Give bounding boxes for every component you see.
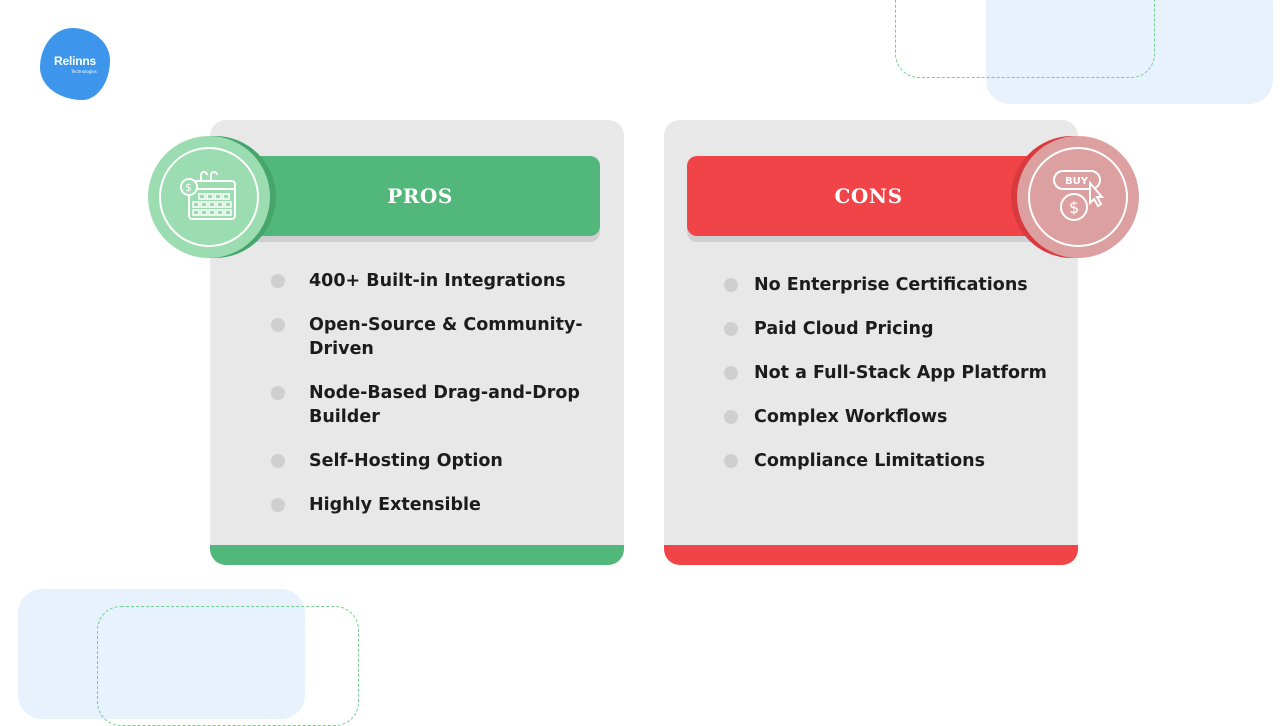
pros-item: Open-Source & Community-Driven — [271, 313, 589, 361]
svg-text:$: $ — [1069, 198, 1079, 217]
logo-name: Relinns — [54, 54, 96, 68]
decor-block — [986, 0, 1273, 104]
bullet-icon — [724, 278, 738, 292]
bullet-icon — [724, 366, 738, 380]
bullet-icon — [271, 274, 285, 288]
pros-icon-badge: $ — [148, 136, 270, 258]
pros-item-text: 400+ Built-in Integrations — [309, 271, 566, 291]
buy-dollar-icon: BUY $ — [1053, 170, 1105, 221]
bullet-icon — [271, 386, 285, 400]
cons-item-text: Complex Workflows — [754, 407, 948, 427]
cons-icon-badge: BUY $ — [1017, 136, 1139, 258]
cons-item-text: No Enterprise Certifications — [754, 275, 1028, 295]
pros-item: Highly Extensible — [271, 493, 589, 517]
pros-item-text: Self-Hosting Option — [309, 451, 503, 471]
svg-text:$: $ — [185, 181, 192, 194]
bullet-icon — [271, 454, 285, 468]
pros-title: PROS — [387, 184, 453, 208]
pros-item-text: Open-Source & Community-Driven — [309, 315, 583, 359]
pros-header: PROS — [240, 156, 600, 236]
cons-item-text: Paid Cloud Pricing — [754, 319, 934, 339]
cons-item: Compliance Limitations — [724, 449, 1054, 473]
logo-tagline: Technologies — [71, 69, 97, 74]
bullet-icon — [271, 318, 285, 332]
decor-dashed — [895, 0, 1155, 78]
cons-item-text: Not a Full-Stack App Platform — [754, 363, 1047, 383]
pros-item-text: Node-Based Drag-and-Drop Builder — [309, 383, 580, 427]
pros-item-text: Highly Extensible — [309, 495, 481, 515]
cons-item: Paid Cloud Pricing — [724, 317, 1054, 341]
cons-item: No Enterprise Certifications — [724, 273, 1054, 297]
cons-header: CONS — [687, 156, 1050, 236]
pros-item: 400+ Built-in Integrations — [271, 269, 589, 293]
bullet-icon — [271, 498, 285, 512]
decor-dashed — [97, 606, 359, 726]
calendar-dollar-icon: $ — [180, 171, 236, 220]
bullet-icon — [724, 454, 738, 468]
svg-text:BUY: BUY — [1065, 176, 1089, 187]
pros-item: Node-Based Drag-and-Drop Builder — [271, 381, 589, 429]
bullet-icon — [724, 322, 738, 336]
cons-title: CONS — [834, 184, 903, 208]
pros-item: Self-Hosting Option — [271, 449, 589, 473]
cons-item: Complex Workflows — [724, 405, 1054, 429]
logo: Relinns Technologies — [40, 28, 110, 100]
cons-item-text: Compliance Limitations — [754, 451, 986, 471]
cons-item: Not a Full-Stack App Platform — [724, 361, 1054, 385]
bullet-icon — [724, 410, 738, 424]
